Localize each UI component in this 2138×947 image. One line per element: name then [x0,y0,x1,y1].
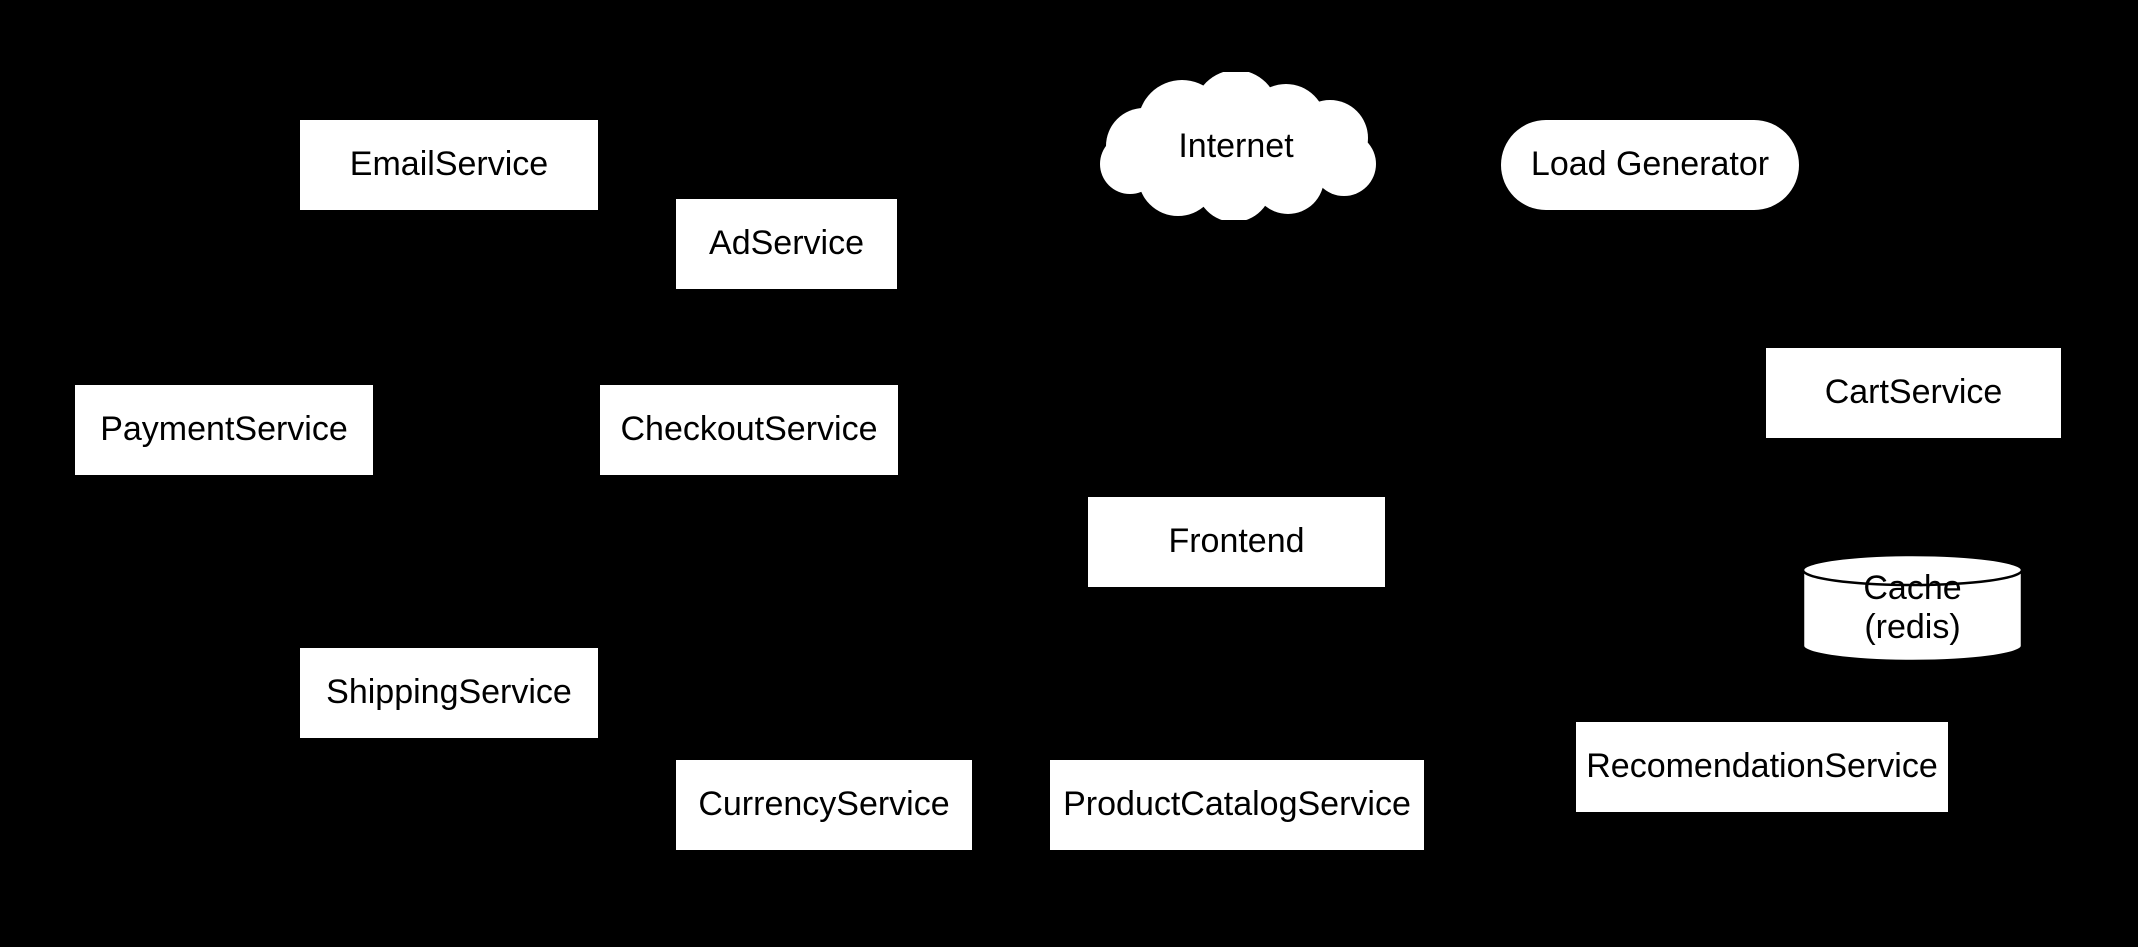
node-label-internet: Internet [1178,126,1294,165]
node-label-load-generator: Load Generator [1530,144,1770,183]
node-load-generator[interactable]: Load Generator [1501,120,1799,210]
node-checkout-service[interactable]: CheckoutService [600,385,898,475]
node-recomendation-service[interactable]: RecomendationService [1576,722,1948,812]
node-label-email-service: EmailService [349,144,549,183]
node-currency-service[interactable]: CurrencyService [676,760,972,850]
node-label-shipping-service: ShippingService [326,672,572,711]
node-label-payment-service: PaymentService [100,409,348,448]
node-payment-service[interactable]: PaymentService [75,385,373,475]
node-shipping-service[interactable]: ShippingService [300,648,598,738]
node-label-checkout-service: CheckoutService [620,409,878,448]
node-ad-service[interactable]: AdService [676,199,897,289]
node-label-product-catalog-service: ProductCatalogService [1063,784,1411,823]
node-label-cache-redis: Cache (redis) [1863,569,1962,646]
node-product-catalog-service[interactable]: ProductCatalogService [1050,760,1424,850]
node-cache-redis[interactable]: Cache (redis) [1801,553,2024,663]
node-label-cart-service: CartService [1824,372,2003,411]
node-label-frontend: Frontend [1168,521,1305,560]
node-label-recomendation-service: RecomendationService [1586,746,1938,785]
node-email-service[interactable]: EmailService [300,120,598,210]
node-label-currency-service: CurrencyService [698,784,950,823]
node-cart-service[interactable]: CartService [1766,348,2061,438]
node-internet[interactable]: Internet [1086,72,1386,220]
node-frontend[interactable]: Frontend [1088,497,1385,587]
node-label-ad-service: AdService [709,223,864,262]
